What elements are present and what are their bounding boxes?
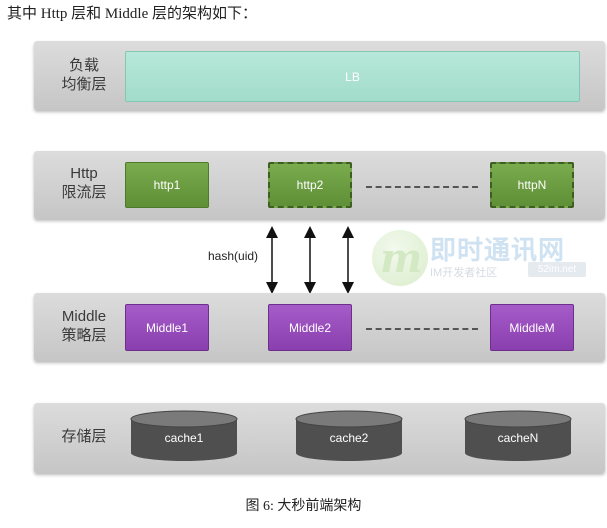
lb-box: LB: [125, 51, 580, 102]
cache-label-n: cacheN: [497, 431, 539, 445]
hash-label: hash(uid): [208, 249, 259, 263]
layer-label-storage: 存储层: [61, 428, 107, 445]
layer-label-http-line1: Http: [70, 165, 98, 182]
layer-label-http-line2: 限流层: [61, 184, 107, 201]
http-box-n: httpN: [490, 162, 574, 208]
http-ellipsis-line: [366, 186, 478, 188]
layer-label-lb-line1: 负载: [68, 57, 99, 74]
watermark-title: 即时通讯网: [430, 235, 566, 265]
layer-label-http: Http 限流层: [54, 164, 114, 202]
layer-label-lb: 负载 均衡层: [54, 56, 114, 94]
middle-box-m: MiddleM: [490, 304, 574, 351]
cache-label-1: cache1: [164, 431, 204, 445]
cache-cylinder-n: cacheN: [463, 410, 573, 462]
watermark-logo: m: [372, 230, 428, 286]
http-box-1: http1: [125, 162, 209, 208]
http-box-2: http2: [268, 162, 352, 208]
layer-label-middle: Middle 策略层: [46, 307, 122, 345]
watermark-badge: 52im.net: [528, 262, 586, 277]
watermark-logo-letter: m: [380, 235, 423, 282]
intro-text: 其中 Http 层和 Middle 层的架构如下：: [7, 6, 257, 22]
cache-cylinder-n-shape: [464, 410, 572, 461]
middle-ellipsis-line: [366, 328, 478, 330]
cache-label-2: cache2: [329, 431, 369, 445]
middle-box-2: Middle2: [268, 304, 352, 351]
cache-cylinder-2: cache2: [294, 410, 404, 462]
cache-cylinder-2-shape: [295, 410, 403, 461]
middle-box-1: Middle1: [125, 304, 209, 351]
watermark-subtitle: IM开发者社区: [430, 267, 498, 279]
cache-cylinder-1: cache1: [129, 410, 239, 462]
cache-cylinder-1-shape: [130, 410, 238, 461]
figure-caption: 图 6: 大秒前端架构: [245, 499, 362, 514]
layer-label-lb-line2: 均衡层: [61, 76, 107, 93]
layer-label-middle-line1: Middle: [61, 308, 107, 325]
layer-label-middle-line2: 策略层: [61, 327, 107, 344]
watermark: m 即时通讯网 IM开发者社区 52im.net: [372, 226, 604, 290]
